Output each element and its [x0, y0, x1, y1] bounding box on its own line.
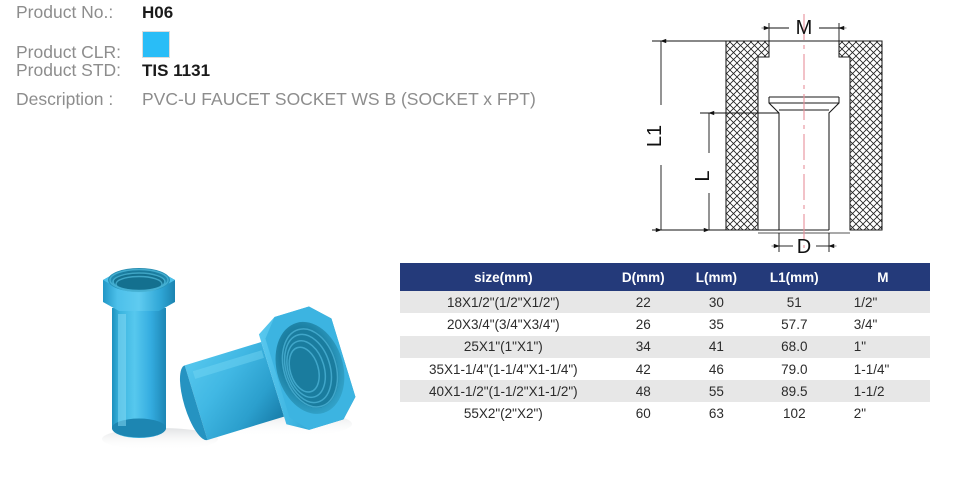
- technical-drawing: M D L1 L: [590, 0, 970, 262]
- column-header-l: L(mm): [679, 263, 753, 291]
- cell-d: 26: [606, 313, 680, 336]
- cell-size: 40X1-1/2"(1-1/2"X1-1/2"): [400, 380, 607, 403]
- cell-d: 22: [606, 291, 680, 314]
- cell-l: 30: [679, 291, 753, 314]
- table-header-row: size(mm) D(mm) L(mm) L1(mm) M: [400, 263, 930, 291]
- table-row: 18X1/2"(1/2"X1/2") 22 30 51 1/2": [400, 291, 930, 314]
- product-color-swatch: [142, 31, 170, 58]
- cell-l: 63: [679, 402, 753, 425]
- table-row: 35X1-1/4"(1-1/4"X1-1/4") 42 46 79.0 1-1/…: [400, 357, 930, 381]
- spec-label-product-clr: Product CLR:: [16, 42, 122, 62]
- table-row: 25X1"(1"X1") 34 41 68.0 1": [400, 335, 930, 358]
- dim-label-m: M: [796, 17, 813, 39]
- cell-d: 34: [606, 335, 680, 358]
- upright-threads: [109, 268, 169, 293]
- spec-row-product-clr: Product CLR:: [16, 31, 576, 62]
- cell-size: 55X2"(2"X2"): [400, 402, 607, 425]
- cell-d: 48: [606, 380, 680, 403]
- spec-value-product-std: TIS 1131: [142, 61, 211, 80]
- cell-l: 55: [679, 380, 753, 403]
- cell-l1: 79.0: [752, 357, 836, 381]
- dim-label-l1: L1: [644, 125, 666, 147]
- cell-l: 46: [679, 357, 753, 381]
- cell-m: 2": [835, 402, 930, 425]
- cell-m: 1": [835, 335, 930, 358]
- wall-section-left: [725, 40, 770, 231]
- fitting-upright: [103, 268, 175, 438]
- cell-size: 18X1/2"(1/2"X1/2"): [400, 291, 607, 314]
- bore-step-right: [828, 97, 840, 230]
- cell-l1: 57.7: [752, 313, 836, 336]
- dim-label-l: L: [692, 170, 714, 181]
- column-header-l1: L1(mm): [752, 263, 836, 291]
- spec-row-description: Description : PVC-U FAUCET SOCKET WS B (…: [16, 89, 576, 118]
- cell-l1: 51: [752, 291, 836, 314]
- specification-table: size(mm) D(mm) L(mm) L1(mm) M 18X1/2"(1/…: [400, 263, 930, 425]
- lying-far-end: [179, 365, 208, 441]
- cell-size: 20X3/4"(3/4"X3/4"): [400, 313, 607, 336]
- cell-m: 1-1/2: [835, 380, 930, 403]
- cell-m: 3/4": [835, 313, 930, 336]
- table-row: 55X2"(2"X2") 60 63 102 2": [400, 402, 930, 425]
- fitting-lying: [179, 306, 356, 441]
- cell-m: 1/2": [835, 291, 930, 314]
- lying-threads: [281, 328, 339, 408]
- bore-step-left: [768, 97, 780, 230]
- upright-bore-inner: [114, 272, 164, 290]
- cell-l: 41: [679, 335, 753, 358]
- spec-label-description: Description :: [16, 89, 114, 109]
- lying-barrel: [184, 341, 285, 440]
- table-row: 20X3/4"(3/4"X3/4") 26 35 57.7 3/4": [400, 313, 930, 336]
- cell-d: 60: [606, 402, 680, 425]
- cell-size: 25X1"(1"X1"): [400, 335, 607, 358]
- upright-highlight: [118, 314, 126, 426]
- spec-label-product-std: Product STD:: [16, 60, 122, 80]
- spec-row-product-no: Product No.: H06: [16, 2, 576, 31]
- product-spec-block: Product No.: H06 Product CLR: Product ST…: [16, 2, 576, 118]
- cell-m: 1-1/4": [835, 357, 930, 381]
- spec-row-product-std: Product STD: TIS 1131: [16, 60, 576, 89]
- spec-value-product-no: H06: [142, 3, 174, 22]
- column-header-m: M: [835, 263, 930, 291]
- wall-section-right: [838, 40, 883, 231]
- column-header-size: size(mm): [400, 263, 607, 291]
- column-header-d: D(mm): [606, 263, 680, 291]
- cell-size: 35X1-1/4"(1-1/4"X1-1/4"): [400, 357, 607, 381]
- lying-highlight: [192, 350, 265, 379]
- spec-label-product-no: Product No.:: [16, 2, 114, 22]
- spec-value-description: PVC-U FAUCET SOCKET WS B (SOCKET x FPT): [142, 89, 536, 109]
- table-row: 40X1-1/2"(1-1/2"X1-1/2") 48 55 89.5 1-1/…: [400, 380, 930, 403]
- product-photo: [40, 258, 385, 477]
- cell-l1: 102: [752, 402, 836, 425]
- cell-l: 35: [679, 313, 753, 336]
- cell-l1: 68.0: [752, 335, 836, 358]
- cell-l1: 89.5: [752, 380, 836, 403]
- cell-d: 42: [606, 357, 680, 381]
- dim-label-d: D: [797, 236, 811, 258]
